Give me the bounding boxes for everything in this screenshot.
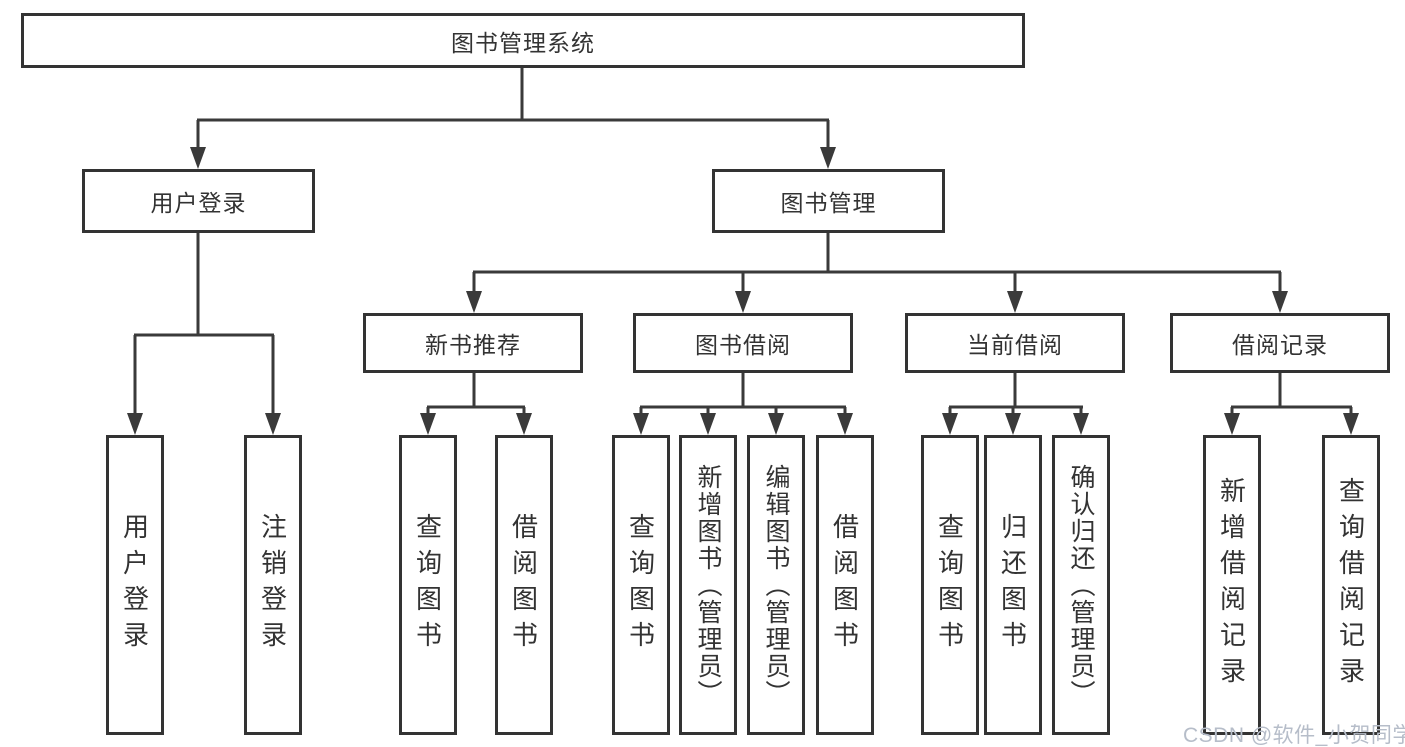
- leaf-return-book: 归还图书: [984, 435, 1042, 735]
- node-current-borrow: 当前借阅: [905, 313, 1125, 373]
- connector-book-management-split: [472, 233, 1282, 294]
- node-book-management: 图书管理: [712, 169, 945, 233]
- leaf-borrow-book: 借阅图书: [816, 435, 874, 735]
- node-root: 图书管理系统: [21, 13, 1025, 68]
- leaf-query-book-borrow: 查询图书: [612, 435, 670, 735]
- leaf-query-book-recommend: 查询图书: [399, 435, 457, 735]
- leaf-query-borrow-record: 查询借阅记录: [1322, 435, 1380, 735]
- watermark: CSDN @软件_小贺同学: [1183, 724, 1405, 747]
- leaf-confirm-return-admin: 确认归还（管理员）: [1052, 435, 1110, 735]
- leaf-query-book-current: 查询图书: [921, 435, 979, 735]
- arrowheads: [127, 147, 1359, 435]
- node-book-borrow: 图书借阅: [633, 313, 853, 373]
- leaf-user-login: 用户登录: [106, 435, 164, 735]
- node-borrow-record: 借阅记录: [1170, 313, 1390, 373]
- leaf-logout: 注销登录: [244, 435, 302, 735]
- connector-level3-splits: [426, 373, 1353, 416]
- leaf-add-borrow-record: 新增借阅记录: [1203, 435, 1261, 735]
- connector-root-split: [196, 68, 830, 150]
- node-user-login: 用户登录: [82, 169, 315, 233]
- leaf-borrow-book-recommend: 借阅图书: [495, 435, 553, 735]
- leaf-add-book-admin: 新增图书（管理员）: [679, 435, 737, 735]
- leaf-edit-book-admin: 编辑图书（管理员）: [747, 435, 805, 735]
- node-new-book-recommend: 新书推荐: [363, 313, 583, 373]
- connector-user-login-split: [133, 233, 275, 416]
